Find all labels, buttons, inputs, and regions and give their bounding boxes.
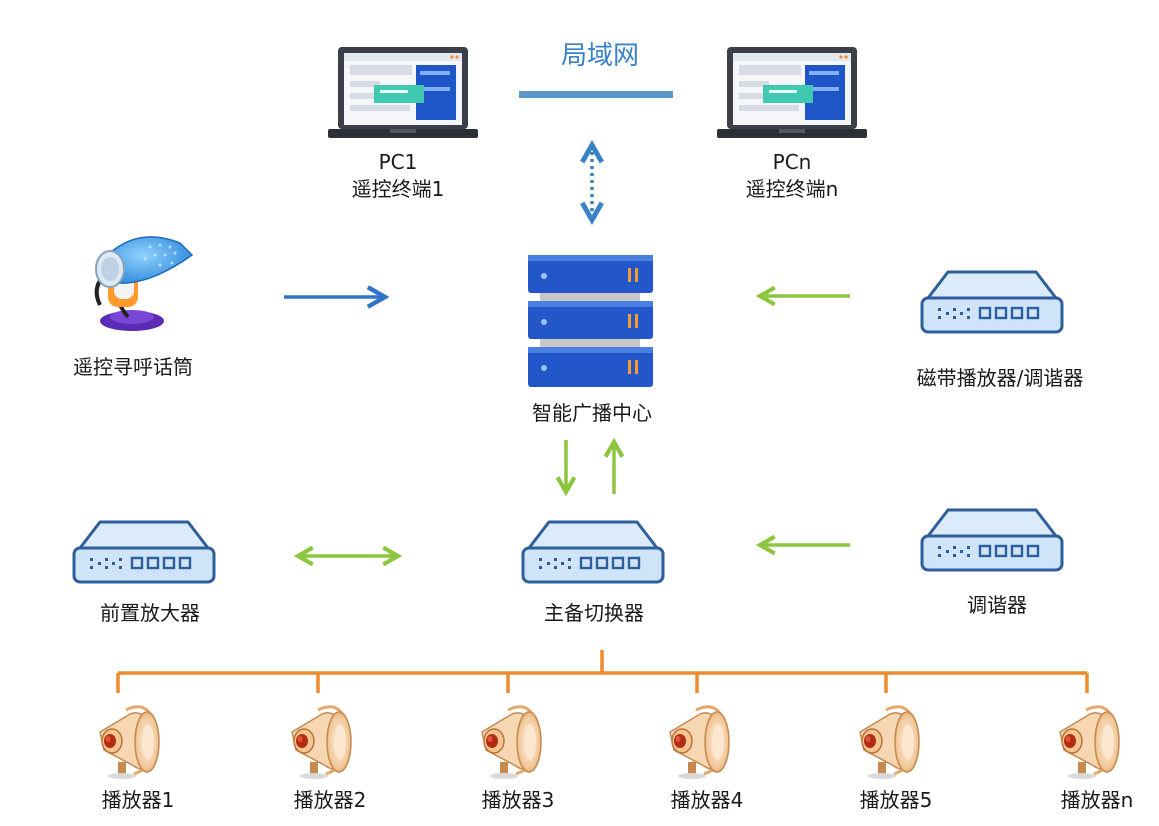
speaker-4-icon [668, 705, 731, 781]
speaker-3-label: 播放器3 [481, 788, 555, 812]
tape-player-device-icon [920, 270, 1064, 334]
switcher-label: 主备切换器 [544, 601, 644, 625]
speaker-bus [116, 650, 1089, 693]
speaker-4-label: 播放器4 [670, 788, 744, 812]
preamp-device-icon [72, 520, 216, 584]
tuner-device-icon [920, 508, 1064, 572]
tape-player-label: 磁带播放器/调谐器 [916, 366, 1084, 390]
switcher-device-icon [521, 520, 665, 584]
lan-bar [519, 91, 673, 98]
tuner-label: 调谐器 [967, 593, 1027, 617]
speaker-2-icon [290, 705, 353, 781]
pcn-laptop-icon [717, 47, 867, 138]
pc1-role: 遥控终端1 [351, 177, 445, 201]
speaker-5-label: 播放器5 [859, 788, 933, 812]
pc1-laptop-icon [328, 47, 478, 138]
speaker-n-icon [1058, 705, 1121, 781]
speaker-3-icon [480, 705, 543, 781]
speaker-n-label: 播放器n [1060, 788, 1134, 812]
server-icon [528, 255, 653, 387]
preamp-label: 前置放大器 [100, 601, 200, 625]
pcn-name: PCn [772, 150, 812, 174]
center-label: 智能广播中心 [532, 401, 652, 425]
microphone-label: 遥控寻呼话筒 [73, 355, 193, 379]
pc1-name: PC1 [378, 150, 418, 174]
pcn-role: 遥控终端n [745, 177, 839, 201]
speaker-1-icon [98, 705, 161, 781]
microphone-icon [94, 236, 194, 331]
speaker-5-icon [858, 705, 921, 781]
speaker-2-label: 播放器2 [293, 788, 367, 812]
lan-label: 局域网 [560, 41, 640, 71]
speaker-1-label: 播放器1 [101, 788, 175, 812]
